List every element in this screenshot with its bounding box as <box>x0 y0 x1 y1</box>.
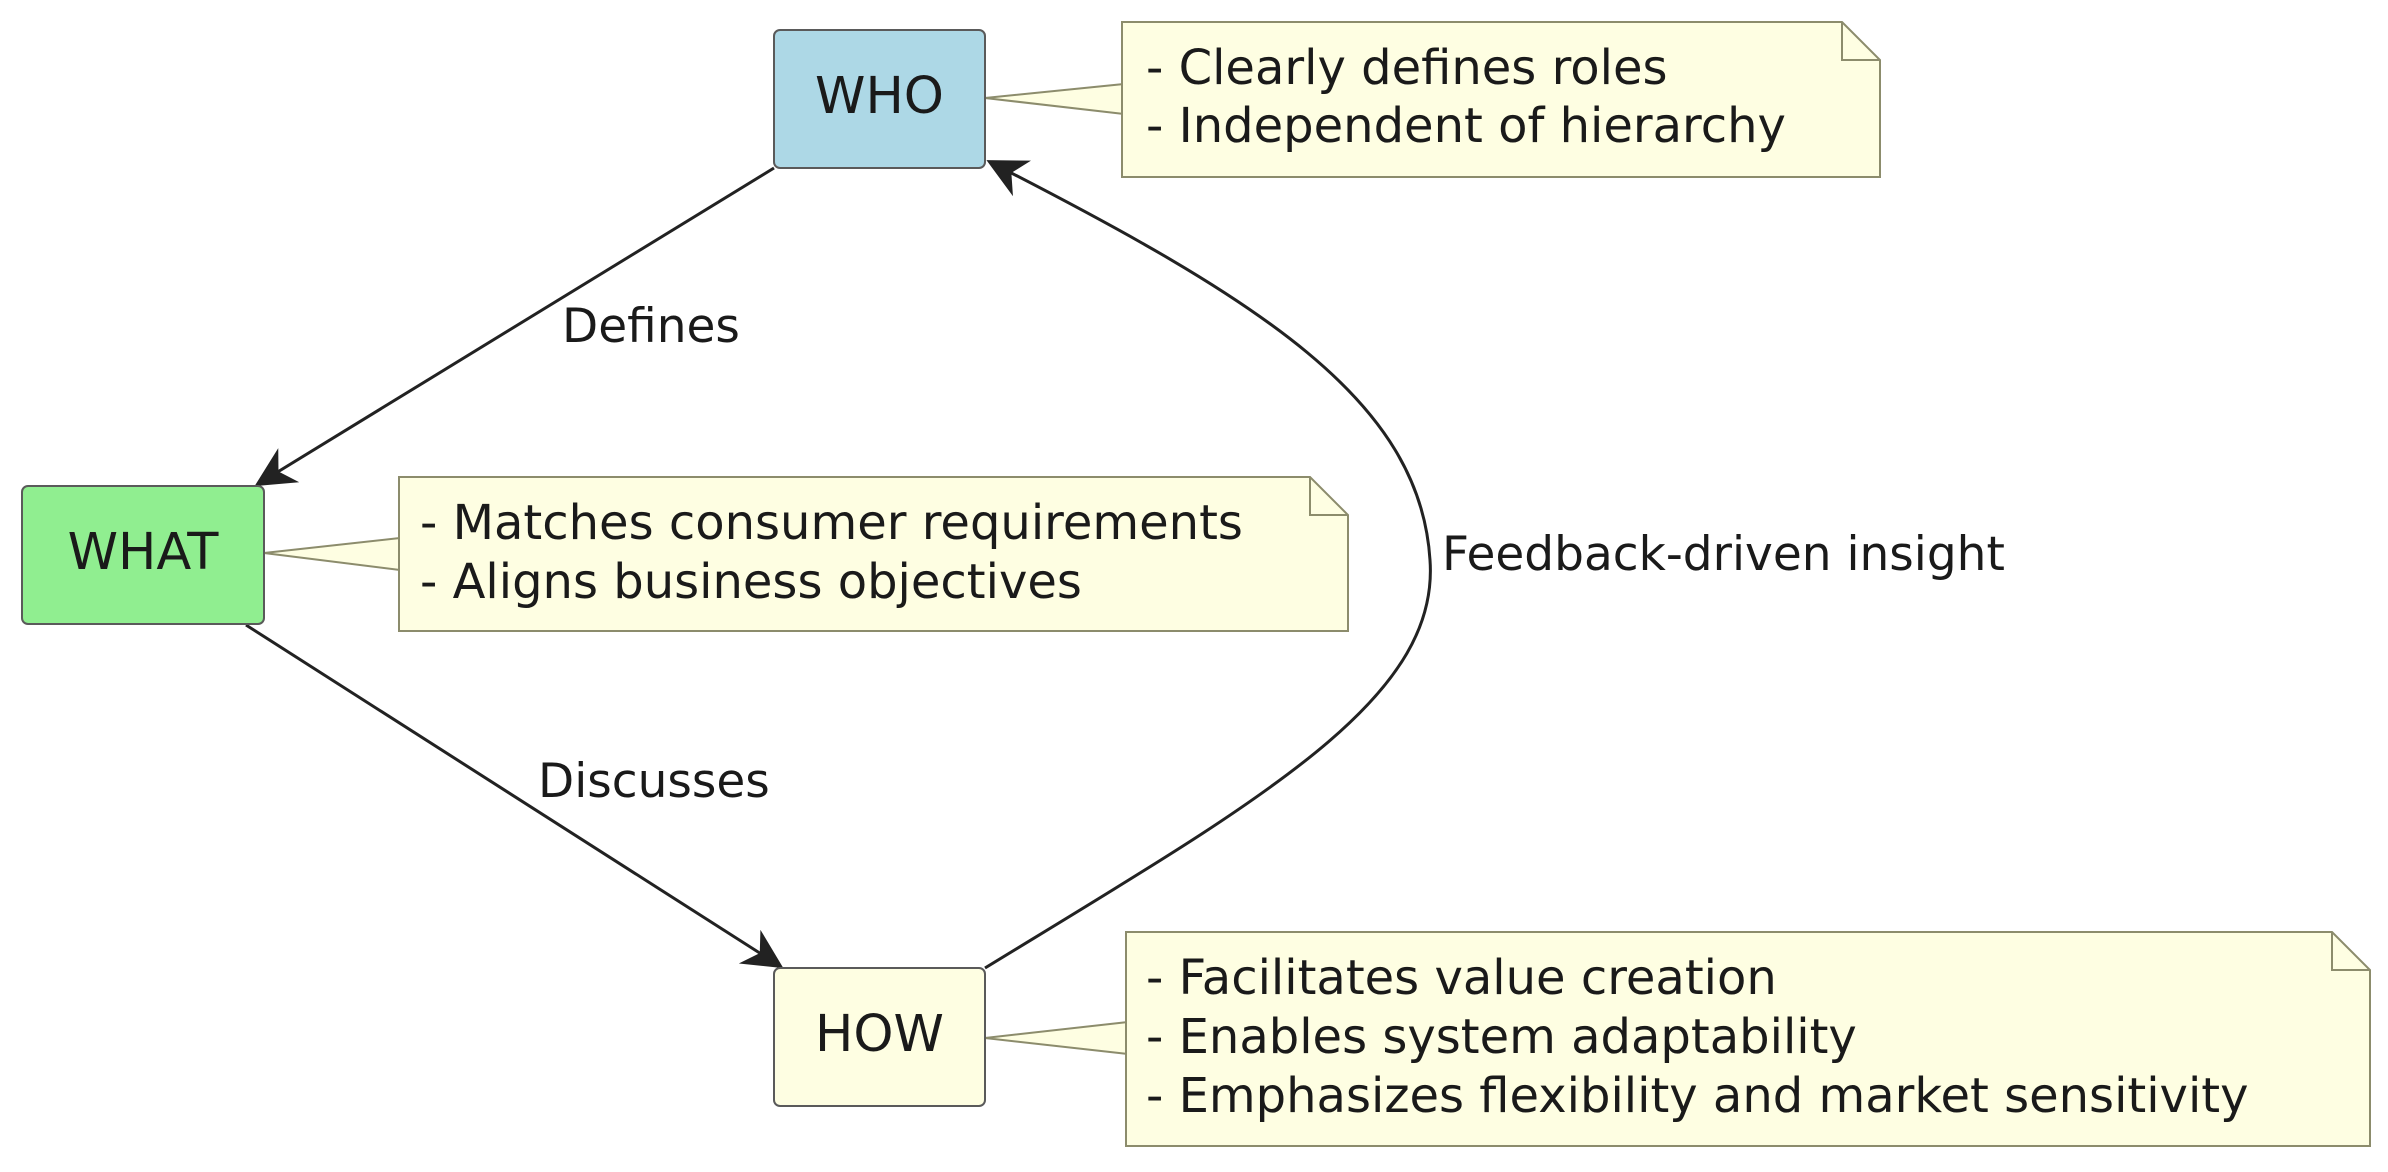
node-how[interactable]: HOW <box>773 967 986 1107</box>
note-who-connector <box>984 82 1125 116</box>
note-how-line: - Emphasizes flexibility and market sens… <box>1146 1068 2249 1124</box>
edge-defines-label: Defines <box>562 299 740 354</box>
note-who: - Clearly defines roles - Independent of… <box>1121 21 1881 178</box>
edge-defines: Defines <box>254 166 775 487</box>
node-how-box <box>773 967 986 1107</box>
note-how: - Facilitates value creation - Enables s… <box>1125 931 2371 1147</box>
note-who-fold <box>1841 22 1880 61</box>
note-who-line: - Clearly defines roles <box>1146 40 1667 96</box>
node-who-label: WHO <box>815 67 944 126</box>
edge-defines-line <box>254 166 775 487</box>
note-how-line: - Facilitates value creation <box>1146 950 1777 1006</box>
edge-feedback-line <box>984 160 1432 970</box>
note-how-connector <box>984 1020 1129 1056</box>
node-how-label: HOW <box>815 1005 944 1064</box>
edge-discusses-line <box>245 623 784 969</box>
node-what-box <box>21 485 265 625</box>
note-who-line: - Independent of hierarchy <box>1146 98 1786 154</box>
edge-discusses: Discusses <box>245 623 784 969</box>
note-what-line: - Matches consumer requirements <box>420 495 1243 551</box>
note-what: - Matches consumer requirements - Aligns… <box>398 476 1349 632</box>
note-how-line: - Enables system adaptability <box>1146 1009 1857 1065</box>
note-what-fold <box>1309 477 1348 516</box>
edge-discusses-label: Discusses <box>538 754 770 809</box>
edge-feedback-label: Feedback-driven insight <box>1442 527 2005 582</box>
node-who-box <box>773 29 986 169</box>
note-how-fold <box>2331 932 2370 971</box>
edge-feedback: Feedback-driven insight <box>984 160 2005 970</box>
note-what-line: - Aligns business objectives <box>420 554 1082 610</box>
node-who[interactable]: WHO <box>773 29 986 169</box>
node-what-label: WHAT <box>68 523 220 582</box>
note-what-body <box>398 476 1349 632</box>
note-what-connector <box>263 536 401 572</box>
note-who-body <box>1121 21 1881 178</box>
node-what[interactable]: WHAT <box>21 485 265 625</box>
